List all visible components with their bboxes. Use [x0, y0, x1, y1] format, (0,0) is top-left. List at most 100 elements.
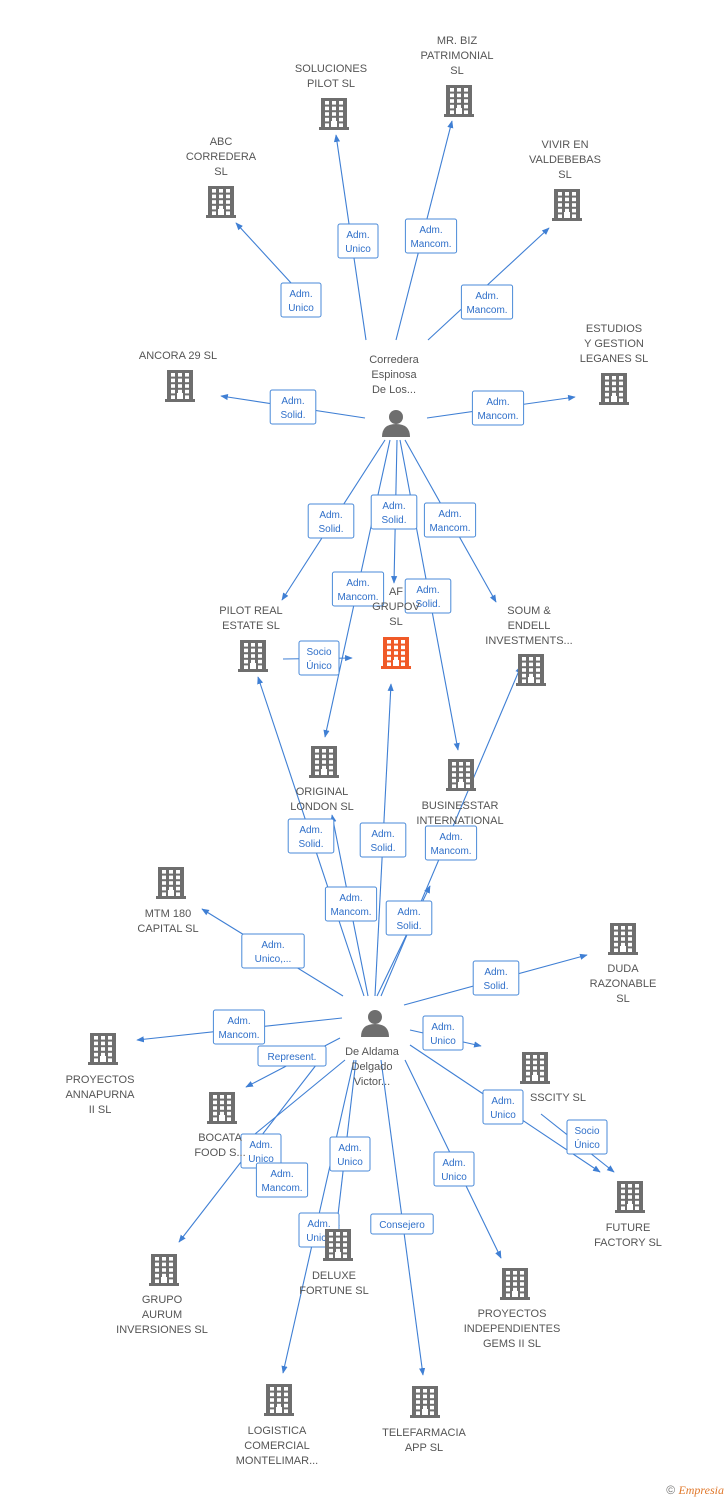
building-icon: [520, 1052, 550, 1084]
company-node-sscity[interactable]: SSCITY SL: [520, 1052, 586, 1104]
relation-label[interactable]: Adm.Unico,...: [241, 933, 305, 969]
relation-label-text: Represent.: [268, 1052, 317, 1063]
building-window: [450, 104, 454, 109]
building-window: [185, 373, 189, 377]
relation-label[interactable]: Adm.Solid.: [404, 578, 452, 614]
relation-label[interactable]: Adm.Mancom.: [423, 502, 477, 538]
relation-label-text: Socio: [574, 1126, 599, 1137]
building-window: [522, 673, 526, 678]
relation-label[interactable]: Adm.Mancom.: [471, 390, 525, 426]
building-window: [329, 1243, 333, 1247]
relation-label[interactable]: Adm.Unico: [433, 1151, 475, 1187]
relation-label[interactable]: Adm.Mancom.: [331, 571, 385, 607]
relation-label[interactable]: Adm.Unico: [422, 1015, 464, 1051]
company-node-logistica[interactable]: LOGISTICACOMERCIALMONTELIMAR...: [236, 1384, 319, 1467]
relation-label[interactable]: Adm.Solid.: [269, 389, 317, 425]
node-label: Delgado: [352, 1061, 393, 1073]
building-window: [540, 1055, 544, 1059]
building-window: [343, 1248, 347, 1253]
relation-label[interactable]: Adm.Mancom.: [404, 218, 458, 254]
building-window: [277, 1392, 281, 1397]
building-window: [226, 194, 230, 199]
relation-label-text: Adm.: [307, 1219, 330, 1230]
building-window: [572, 203, 576, 207]
relation-label[interactable]: Adm.Mancom.: [424, 825, 478, 861]
building-window: [464, 99, 468, 103]
node-label: Corredera: [369, 354, 419, 366]
relation-label[interactable]: Adm.Unico: [329, 1136, 371, 1172]
building-window: [520, 1271, 524, 1275]
relation-label[interactable]: Adm.Solid.: [359, 822, 407, 858]
relation-label-text: Adm.: [486, 397, 509, 408]
node-label: SL: [558, 169, 571, 181]
relation-label[interactable]: Adm.Solid.: [385, 900, 433, 936]
building-window: [572, 208, 576, 213]
building-window: [94, 1047, 98, 1051]
building-window: [628, 1195, 632, 1199]
building-window: [459, 767, 463, 772]
node-label: MTM 180: [145, 908, 191, 920]
node-label: ENDELL: [508, 620, 551, 632]
building-window: [394, 656, 398, 661]
building-door: [620, 946, 626, 952]
building-window: [394, 651, 398, 655]
relation-label[interactable]: Represent.: [257, 1045, 327, 1067]
building-door: [532, 1075, 538, 1081]
relation-label-text: Adm.: [439, 832, 462, 843]
relation-label[interactable]: Adm.Unico: [482, 1089, 524, 1125]
relation-label-text: Adm.: [484, 967, 507, 978]
person-head: [368, 1010, 382, 1024]
building-window: [621, 931, 625, 936]
relation-label[interactable]: Adm.Unico: [337, 223, 379, 259]
relation-label[interactable]: Adm.Mancom.: [212, 1009, 266, 1045]
relation-label-text: Adm.: [346, 578, 369, 589]
relation-label[interactable]: Consejero: [370, 1213, 434, 1235]
relation-label[interactable]: Adm.Mancom.: [324, 886, 378, 922]
node-label: DUDA: [607, 963, 639, 975]
building-window: [220, 1100, 224, 1105]
company-node-soum[interactable]: SOUM &ENDELLINVESTMENTS...: [485, 605, 573, 686]
company-node-ancora[interactable]: ANCORA 29 SL: [139, 350, 217, 402]
relation-label[interactable]: Adm.Solid.: [472, 960, 520, 996]
footer-brand[interactable]: © Empresia: [666, 1483, 724, 1498]
building-window: [423, 1394, 427, 1399]
building-window: [612, 376, 616, 380]
building-window: [162, 1262, 166, 1267]
relation-label[interactable]: Adm.Mancom.: [255, 1162, 309, 1198]
building-icon: [309, 746, 339, 778]
relation-label[interactable]: Adm.Unico: [280, 282, 322, 318]
person-node-aldama[interactable]: De AldamaDelgadoVictor...: [345, 1010, 400, 1088]
building-window: [558, 208, 562, 213]
relation-label[interactable]: Adm.Solid.: [370, 494, 418, 530]
building-window: [522, 668, 526, 672]
building-window: [169, 870, 173, 874]
relation-label[interactable]: Adm.Mancom.: [460, 284, 514, 320]
relation-label-text: Mancom.: [330, 907, 371, 918]
building-window: [325, 123, 329, 127]
relation-label[interactable]: Adm.Solid.: [307, 503, 355, 539]
node-label: GRUPOV: [372, 601, 420, 613]
relation-label[interactable]: Adm.Solid.: [287, 818, 335, 854]
building-window: [394, 640, 398, 644]
